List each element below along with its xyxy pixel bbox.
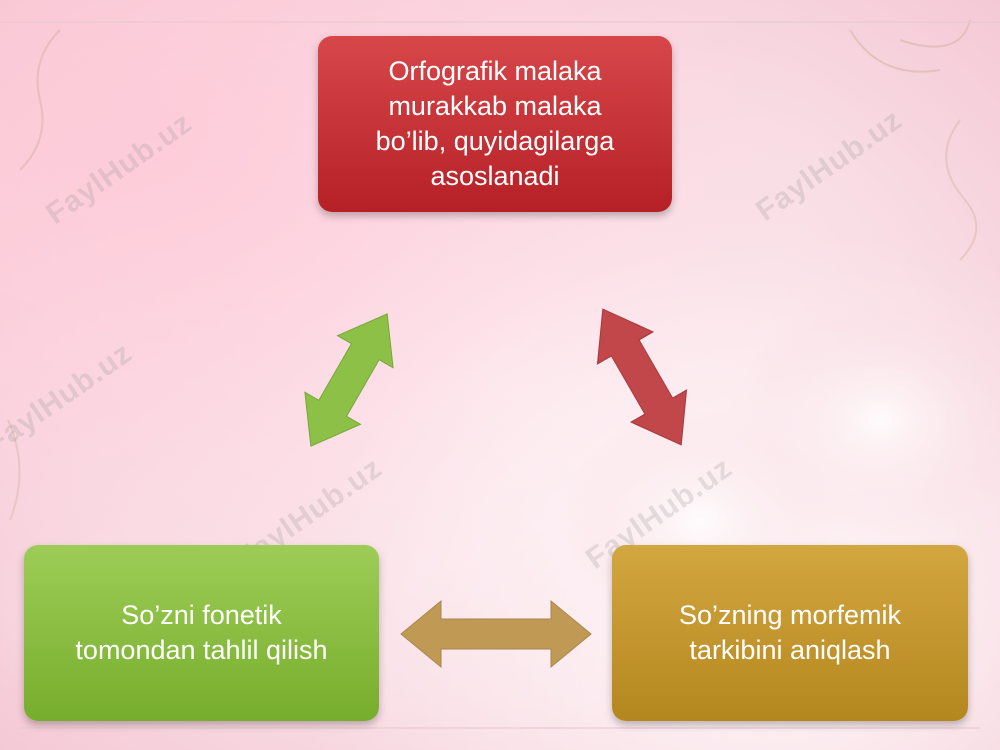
ornament-swirl	[7, 419, 21, 521]
box-label: So’zning morfemik tarkibini aniqlash	[678, 600, 902, 665]
phonetic-analysis-box: So’zni fonetik tomondan tahlil qilish	[24, 545, 379, 721]
ornament-swirl	[945, 119, 978, 261]
orthographic-skill-box: Orfografik malaka murakkab malaka bo’lib…	[318, 36, 672, 212]
morphemic-composition-box: So’zning morfemik tarkibini aniqlash	[612, 545, 968, 721]
box-label: So’zni fonetik tomondan tahlil qilish	[75, 600, 328, 665]
ornament-swirl	[19, 29, 61, 171]
ornament-swirl	[849, 19, 971, 73]
box-label: Orfografik malaka murakkab malaka bo’lib…	[375, 56, 615, 191]
